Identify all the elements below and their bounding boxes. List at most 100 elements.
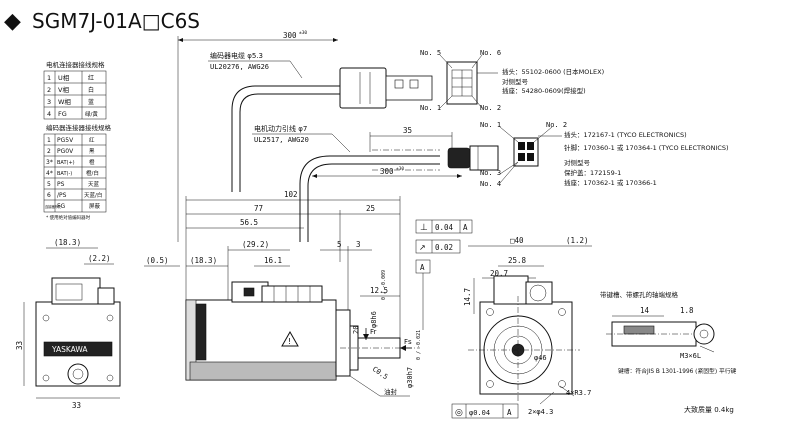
- motor-pin: 4: [47, 110, 51, 118]
- encoder-no1-label: No. 1: [420, 104, 441, 112]
- fr-label: Fr: [370, 328, 377, 336]
- encoder-cable-label: 编码器电缆 φ5.3: [210, 51, 263, 60]
- encoder-cable-spec: UL20276, AWG26: [210, 63, 269, 71]
- dim-14-7: 14.7: [463, 288, 472, 306]
- encoder-color: 红: [89, 136, 95, 144]
- motor-side-view: ! Fr Fs 20 φ8h6 0 / -0.009 φ30h7 0 / -0.…: [185, 270, 422, 397]
- gdt-runout-symbol: ↗: [419, 243, 426, 252]
- motor-pin: 1: [47, 74, 51, 82]
- motor-wiring-title: 电机连接器接线规格: [46, 60, 105, 69]
- power-plug-spec: 插头：172167-1 (TYCO ELECTRONICS): [564, 130, 687, 139]
- power-dim-35: 35: [403, 126, 412, 135]
- motor-signal: V相: [58, 85, 69, 94]
- dim-25-8: 25.8: [508, 256, 527, 265]
- power-cable-length: 300: [380, 167, 394, 176]
- dim-12-5: 12.5: [370, 286, 388, 295]
- encoder-wiring-table: 编码器连接器接线规格 1 PG5V 红 2 PG0V 黑 3* BAT(+) 橙…: [43, 123, 112, 221]
- dim-square-40: □40: [510, 236, 524, 245]
- encoder-no6-label: No. 6: [480, 49, 501, 57]
- encoder-signal: FG: [57, 203, 65, 210]
- encoder-signal: /PS: [57, 192, 67, 199]
- keyway-thread: M3×6L: [680, 352, 701, 360]
- dim-2-2: (2.2): [88, 254, 111, 263]
- encoder-color: 天蓝/白: [84, 191, 102, 199]
- encoder-signal: BAT(-): [57, 171, 72, 177]
- gdt-runout-value: 0.02: [435, 243, 453, 252]
- logo-text: YASKAWA: [51, 345, 88, 354]
- keyway-note: 键槽：符合JIS B 1301-1996 (紧固型) 平行键: [618, 367, 737, 375]
- encoder-color: 天蓝: [88, 180, 100, 188]
- keyway-detail: 带键槽、带螺孔的轴端规格 14 1.8 M3×6L 键槽：符合JIS B 130…: [600, 290, 737, 375]
- gdt-perp-ref: A: [463, 223, 468, 232]
- motor-rear-view: (18.3) (2.2) YASKAWA 33 33: [15, 238, 121, 410]
- dim-56-5: 56.5: [240, 218, 258, 227]
- gdt-perp-value: 0.04: [435, 223, 454, 232]
- encoder-no5-label: No. 5: [420, 49, 441, 57]
- dim-20-7: 20.7: [490, 269, 508, 278]
- motor-pin: 3: [47, 98, 51, 106]
- shaft-dia: φ8h6: [370, 311, 378, 328]
- encoder-wiring-note: * 使用绝对值编码器时: [46, 214, 91, 221]
- encoder-wiring-title: 编码器连接器接线规格: [46, 123, 112, 132]
- dim-29-2: (29.2): [242, 240, 269, 249]
- encoder-cable-length: 300: [283, 31, 297, 40]
- encoder-color: 橙/白: [86, 169, 99, 177]
- motor-color: 红: [88, 74, 94, 82]
- dim-25: 25: [366, 204, 375, 213]
- motor-wiring-table: 电机连接器接线规格 1 U相 红 2 V相 白 3 W相 蓝 4 FG 绿/黄: [43, 60, 107, 120]
- boss-dia: φ30h7: [406, 367, 414, 388]
- encoder-signal: PG5V: [57, 137, 74, 144]
- motor-signal: U相: [58, 73, 70, 82]
- motor-signal: FG: [58, 110, 67, 118]
- power-mating-title: 对侧型号: [564, 158, 591, 167]
- dim-18-3-rear: (18.3): [54, 238, 81, 247]
- gdt-position-ref: A: [507, 408, 512, 417]
- dim-77: 77: [254, 204, 263, 213]
- boss-tol: 0 / -0.021: [416, 330, 422, 360]
- motor-signal: W相: [58, 97, 71, 106]
- dim-1-2: (1.2): [566, 236, 589, 245]
- encoder-pin: 5: [47, 181, 51, 188]
- mass-label: 大致质量 0.4kg: [684, 405, 734, 414]
- encoder-signal: PS: [57, 181, 65, 188]
- motor-front-view: □40 (1.2) 25.8 20.7 14.7 φ46 4×R3.7 2×φ4…: [463, 236, 592, 416]
- encoder-color: 屏蔽: [89, 202, 101, 210]
- dim-phi-46: φ46: [534, 354, 547, 362]
- page-title: SGM7J-01A□C6S: [32, 9, 200, 33]
- encoder-color: 橙: [89, 158, 95, 166]
- title-bullet: ◆: [4, 9, 21, 34]
- power-cable-assembly: 电机动力引线 φ7 UL2517, AWG20 35 300 ±30: [252, 121, 729, 242]
- chamfer-label: C0.5: [371, 365, 389, 381]
- encoder-pin: 4*: [46, 170, 53, 177]
- encoder-color: 黑: [89, 148, 95, 155]
- gdt-position-symbol: ◎: [455, 408, 463, 418]
- gdt-perp-symbol: ⊥: [420, 223, 428, 233]
- fs-label: Fs: [404, 338, 412, 346]
- power-mating-1: 保护盖：172159-1: [564, 168, 621, 177]
- encoder-no2-label: No. 2: [480, 104, 501, 112]
- dim-4xr3-7: 4×R3.7: [566, 389, 591, 397]
- keyway-dim-14: 14: [640, 306, 650, 315]
- motor-color: 白: [88, 86, 94, 94]
- dim-20: 20: [352, 326, 360, 334]
- encoder-mating-spec: 插座：54280-0609(焊接型): [502, 86, 586, 95]
- encoder-mating-title: 对侧型号: [502, 77, 529, 86]
- dim-0-5: (0.5): [146, 256, 169, 265]
- power-no4-label: No. 4: [480, 180, 501, 188]
- dim-18-3-side: (18.3): [190, 256, 217, 265]
- encoder-signal: PG0V: [57, 148, 74, 155]
- dim-2xphi4-3: 2×φ4.3: [528, 408, 553, 416]
- oil-seal-label: 油封: [384, 387, 398, 396]
- dim-33-h: 33: [72, 401, 81, 410]
- encoder-plug-spec: 插头：55102-0600 (日本MOLEX): [502, 67, 604, 76]
- dim-16-1: 16.1: [264, 256, 282, 265]
- encoder-pin: 6: [47, 192, 51, 199]
- power-no2-label: No. 2: [546, 121, 567, 129]
- power-mating-2: 插座：170362-1 或 170366-1: [564, 178, 657, 187]
- encoder-pin: 2: [47, 148, 51, 155]
- power-pin-spec: 针脚：170360-1 或 170364-1 (TYCO ELECTRONICS…: [564, 143, 729, 152]
- power-cable-spec: UL2517, AWG20: [254, 136, 309, 144]
- dim-33-v: 33: [15, 341, 24, 350]
- motor-color: 蓝: [88, 98, 94, 106]
